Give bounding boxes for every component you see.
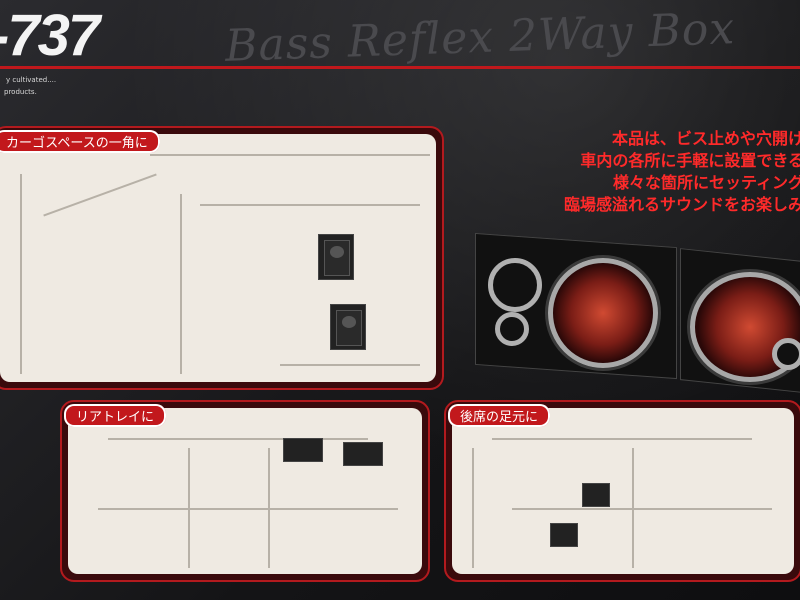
port-ring-right xyxy=(772,338,800,370)
rear-tray-speaker-left xyxy=(283,438,323,462)
description-line-2: 車内の各所に手軽に設置できるス xyxy=(580,151,800,170)
label-cargo-space: カーゴスペースの一角に xyxy=(0,130,160,153)
feet-speaker-upper xyxy=(582,483,610,507)
port-ring-left xyxy=(495,312,529,346)
rear-tray-illustration xyxy=(68,408,422,574)
speaker-box-lower xyxy=(330,304,366,350)
description-line-3: 様々な箇所にセッティングし xyxy=(612,173,800,192)
panel-rear-feet: 後席の足元に xyxy=(444,400,800,582)
description-line-4: 臨場感溢れるサウンドをお楽しみく xyxy=(563,195,800,214)
cargo-illustration xyxy=(0,134,436,382)
label-rear-feet: 後席の足元に xyxy=(448,404,551,427)
rear-tray-speaker-right xyxy=(343,442,383,466)
feet-speaker-lower xyxy=(550,523,578,547)
model-number: -737 xyxy=(0,3,100,68)
label-rear-tray: リアトレイに xyxy=(64,404,167,427)
rear-feet-illustration xyxy=(452,408,794,574)
tagline-2: products. xyxy=(4,88,37,96)
speaker-box-upper xyxy=(318,234,354,280)
tagline-1: y cultivated.... xyxy=(6,76,57,84)
panel-cargo-space: カーゴスペースの一角に xyxy=(0,126,444,390)
description-line-1: 本品は、ビス止めや穴開け加 xyxy=(611,129,800,148)
panel-rear-tray: リアトレイに xyxy=(60,400,430,582)
header-red-line xyxy=(0,66,800,69)
woofer-left xyxy=(548,258,658,368)
tweeter-ring-left-top xyxy=(488,258,542,312)
